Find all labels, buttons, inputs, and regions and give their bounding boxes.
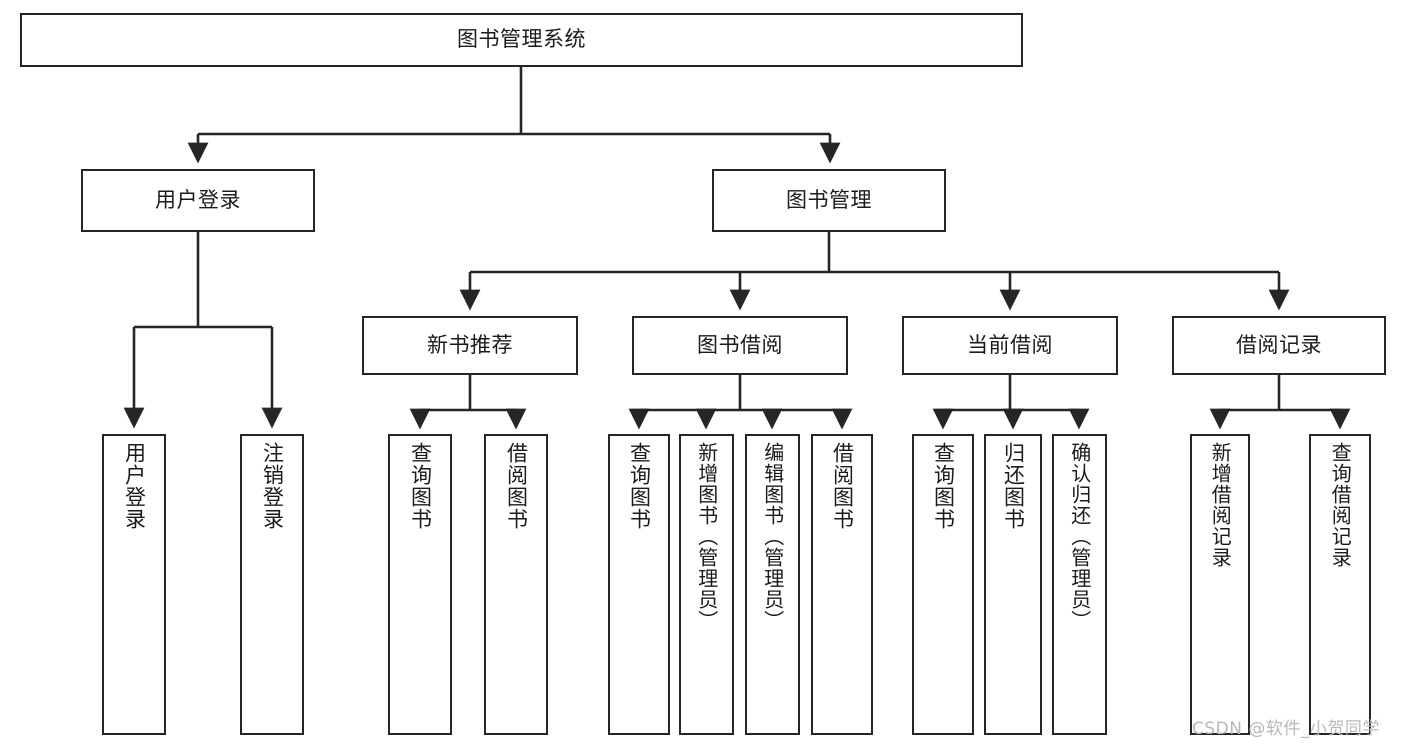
node-level3-3[interactable]: 借阅记录 <box>1172 316 1386 375</box>
node-leaf-5[interactable]: 新增图书（管理员） <box>679 434 734 735</box>
node-leaf-8-label: 查询图书 <box>931 442 956 530</box>
node-leaf-4[interactable]: 查询图书 <box>608 434 670 735</box>
node-leaf-7[interactable]: 借阅图书 <box>811 434 873 735</box>
node-leaf-7-label: 借阅图书 <box>830 442 855 530</box>
node-level3-3-label: 借阅记录 <box>1236 332 1322 357</box>
node-level3-1[interactable]: 图书借阅 <box>632 316 848 375</box>
node-leaf-2-label: 查询图书 <box>408 442 433 530</box>
node-level2-1-label: 图书管理 <box>786 187 872 212</box>
node-leaf-4-label: 查询图书 <box>627 442 652 530</box>
csdn-watermark: CSDN @软件_小贺同学 <box>1192 719 1380 739</box>
node-leaf-3-label: 借阅图书 <box>504 442 529 530</box>
node-leaf-0[interactable]: 用户登录 <box>102 434 166 735</box>
node-level3-2-label: 当前借阅 <box>967 332 1053 357</box>
node-level2-0-label: 用户登录 <box>155 187 241 212</box>
node-level2-0[interactable]: 用户登录 <box>81 169 315 232</box>
node-leaf-6[interactable]: 编辑图书（管理员） <box>745 434 800 735</box>
node-leaf-8[interactable]: 查询图书 <box>912 434 974 735</box>
node-level2-1[interactable]: 图书管理 <box>712 169 946 232</box>
node-level3-0-label: 新书推荐 <box>427 332 513 357</box>
node-root-label: 图书管理系统 <box>457 27 586 52</box>
node-leaf-11-label: 新增借阅记录 <box>1208 442 1233 568</box>
node-root[interactable]: 图书管理系统 <box>20 13 1023 67</box>
node-leaf-11[interactable]: 新增借阅记录 <box>1190 434 1250 735</box>
node-leaf-10-label: 确认归还（管理员） <box>1067 442 1092 631</box>
node-leaf-9[interactable]: 归还图书 <box>984 434 1042 735</box>
node-leaf-10[interactable]: 确认归还（管理员） <box>1052 434 1107 735</box>
node-leaf-6-label: 编辑图书（管理员） <box>760 442 785 631</box>
node-level3-0[interactable]: 新书推荐 <box>362 316 578 375</box>
node-leaf-2[interactable]: 查询图书 <box>388 434 452 735</box>
node-level3-1-label: 图书借阅 <box>697 332 783 357</box>
node-level3-2[interactable]: 当前借阅 <box>902 316 1118 375</box>
node-leaf-0-label: 用户登录 <box>122 442 147 530</box>
node-leaf-12-label: 查询借阅记录 <box>1328 442 1353 568</box>
node-leaf-12[interactable]: 查询借阅记录 <box>1309 434 1371 735</box>
node-leaf-1-label: 注销登录 <box>260 442 285 530</box>
node-leaf-5-label: 新增图书（管理员） <box>694 442 719 631</box>
node-leaf-1[interactable]: 注销登录 <box>240 434 304 735</box>
node-leaf-9-label: 归还图书 <box>1001 442 1026 530</box>
node-leaf-3[interactable]: 借阅图书 <box>484 434 548 735</box>
